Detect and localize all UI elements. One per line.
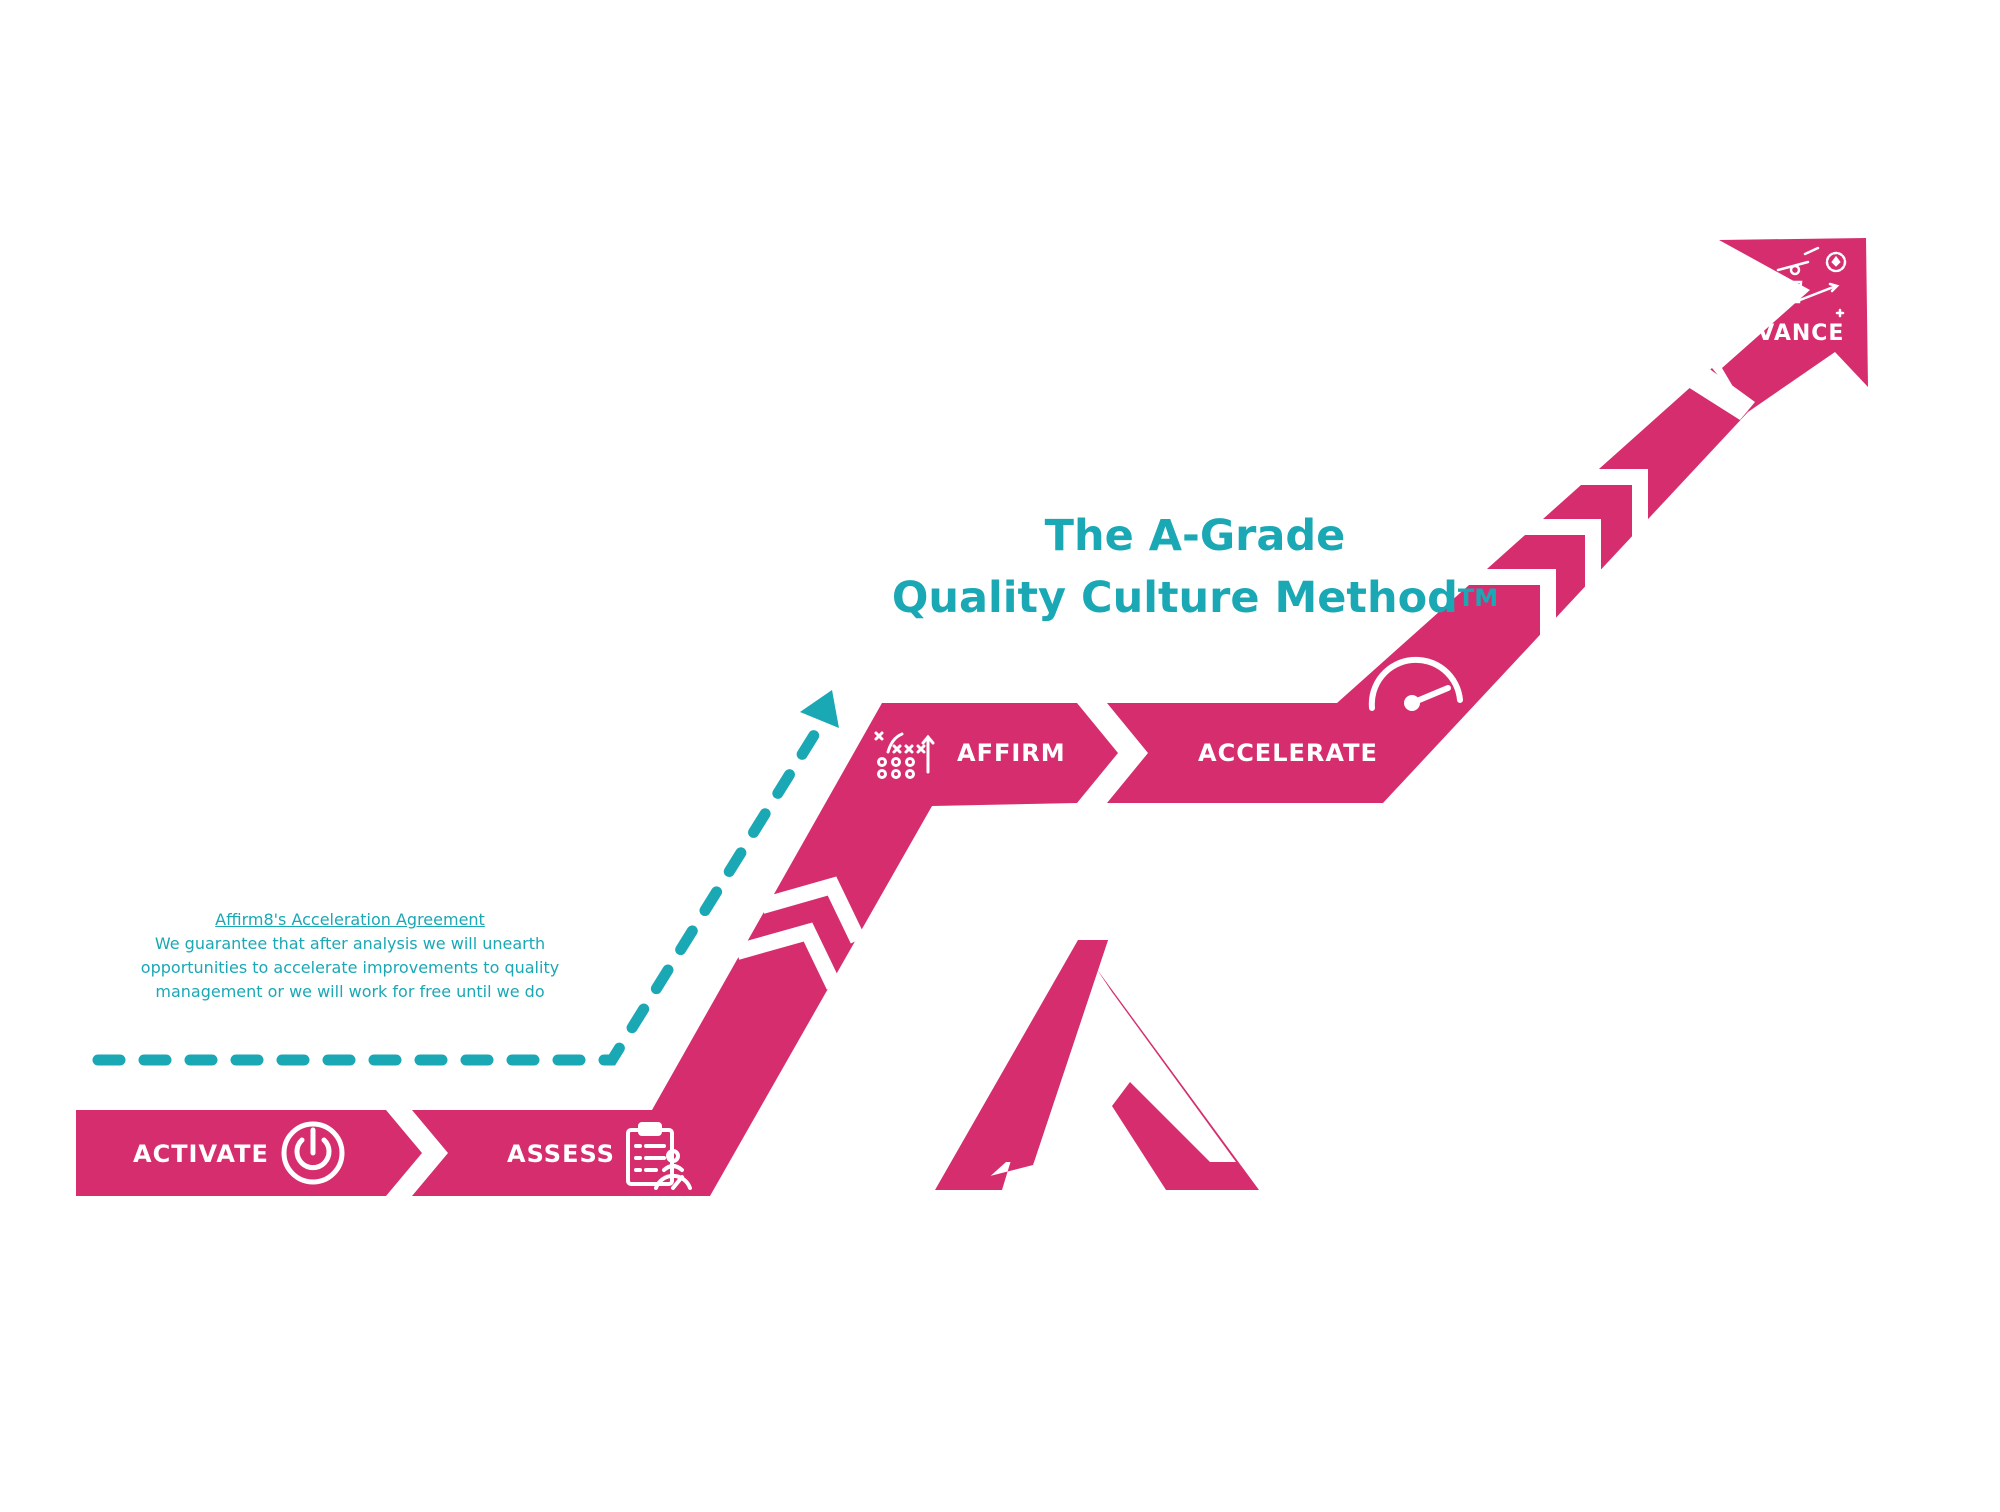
agreement-body: We guarantee that after analysis we will… bbox=[140, 934, 560, 1001]
lower-chevrons bbox=[734, 876, 866, 990]
climb-separators bbox=[1680, 362, 1755, 420]
advance-segment bbox=[1719, 238, 1868, 412]
step-label-activate: ACTIVATE bbox=[133, 1140, 269, 1168]
upper-chevrons bbox=[1458, 469, 1648, 652]
chevron-mark bbox=[1548, 469, 1648, 552]
path-ribbon bbox=[76, 238, 1868, 1196]
chevron-mark bbox=[1503, 519, 1601, 602]
trademark-mark: TM bbox=[1457, 584, 1499, 612]
separator-slash bbox=[1680, 362, 1755, 420]
growth-arrows-icon bbox=[1776, 246, 1847, 318]
clipboard-assessment-icon bbox=[626, 1122, 692, 1190]
title-line-1: The A-Grade bbox=[1044, 511, 1346, 561]
title-line-2: Quality Culture Method bbox=[891, 573, 1458, 623]
step-label-accelerate: ACCELERATE bbox=[1198, 739, 1378, 767]
power-icon bbox=[281, 1121, 345, 1185]
dashed-growth-path bbox=[92, 690, 839, 1066]
affirm8-logo bbox=[935, 940, 1259, 1190]
agreement-heading-link[interactable]: Affirm8's Acceleration Agreement bbox=[215, 910, 485, 929]
chevron-mark bbox=[1458, 569, 1556, 652]
accelerate-segment bbox=[1107, 368, 1748, 803]
method-title: The A-Grade Quality Culture MethodTM bbox=[745, 505, 1645, 635]
step-label-assess: ASSESS bbox=[507, 1140, 615, 1168]
strategy-playbook-icon bbox=[874, 731, 935, 779]
title-line-2-wrap: Quality Culture MethodTM bbox=[745, 567, 1645, 635]
acceleration-agreement: Affirm8's Acceleration Agreement We guar… bbox=[110, 908, 590, 1004]
dashed-path-arrowhead bbox=[800, 690, 839, 728]
affirm-segment bbox=[882, 703, 1118, 806]
assess-segment bbox=[412, 703, 937, 1196]
step-label-advance: ADVANCE bbox=[1720, 321, 1844, 346]
speedometer-icon bbox=[1368, 656, 1463, 711]
chevron-mark bbox=[734, 922, 842, 990]
step-label-affirm: AFFIRM bbox=[957, 739, 1066, 767]
chevron-mark bbox=[759, 876, 866, 944]
